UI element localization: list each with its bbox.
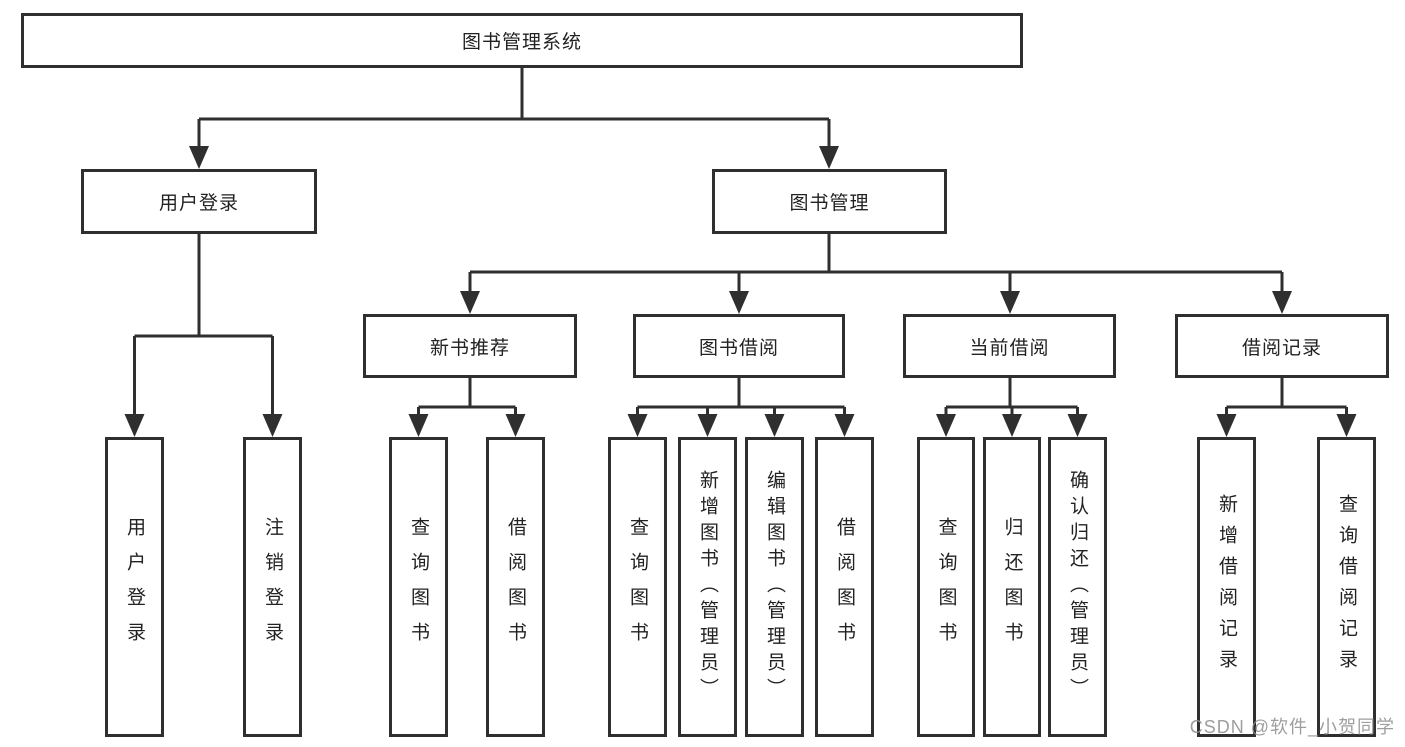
node-new-book-recommend-label: 新书推荐: [429, 337, 510, 359]
node-book-borrow: 图书借阅: [633, 314, 845, 378]
leaf-query-books-borrow-label: 查询图书: [627, 517, 648, 657]
arrowheads: [124, 146, 1357, 437]
node-root-label: 图书管理系统: [461, 32, 582, 53]
leaf-return-book-label: 归还图书: [1001, 517, 1023, 657]
leaf-borrow-books-label: 借阅图书: [834, 517, 855, 657]
node-book-management-label: 图书管理: [789, 193, 870, 214]
leaf-user-login-label: 用户登录: [124, 517, 145, 657]
leaf-query-books-borrow: 查询图书: [608, 437, 667, 737]
leaf-borrow-books-recommend-label: 借阅图书: [505, 517, 526, 657]
leaf-query-books-current-label: 查询图书: [935, 517, 957, 657]
node-book-management: 图书管理: [712, 169, 947, 234]
leaf-query-books-recommend: 查询图书: [389, 437, 448, 737]
node-borrow-records: 借阅记录: [1175, 314, 1389, 378]
node-current-borrow: 当前借阅: [903, 314, 1116, 378]
leaf-query-books-recommend-label: 查询图书: [408, 517, 429, 657]
node-borrow-records-label: 借阅记录: [1241, 337, 1322, 359]
leaf-query-borrow-record-label: 查询借阅记录: [1336, 494, 1357, 680]
leaf-borrow-books-recommend: 借阅图书: [486, 437, 545, 737]
leaf-add-borrow-record-label: 新增借阅记录: [1216, 494, 1237, 680]
node-user-login-label: 用户登录: [158, 193, 239, 214]
leaf-borrow-books: 借阅图书: [815, 437, 874, 737]
leaf-add-book-admin: 新增图书（管理员）: [678, 437, 737, 737]
leaf-add-book-admin-label: 新增图书（管理员）: [697, 470, 718, 704]
node-root: 图书管理系统: [21, 13, 1023, 68]
leaf-add-borrow-record: 新增借阅记录: [1197, 437, 1256, 737]
leaf-confirm-return-admin-label: 确认归还（管理员）: [1067, 470, 1088, 704]
leaf-user-login: 用户登录: [105, 437, 164, 737]
leaf-query-borrow-record: 查询借阅记录: [1317, 437, 1376, 737]
leaf-query-books-current: 查询图书: [917, 437, 975, 737]
leaf-confirm-return-admin: 确认归还（管理员）: [1048, 437, 1107, 737]
node-book-borrow-label: 图书借阅: [698, 337, 779, 359]
leaf-edit-book-admin: 编辑图书（管理员）: [745, 437, 804, 737]
leaf-return-book: 归还图书: [983, 437, 1041, 737]
watermark-text: CSDN @软件_小贺同学: [1189, 717, 1395, 737]
node-user-login: 用户登录: [81, 169, 317, 234]
node-current-borrow-label: 当前借阅: [969, 337, 1050, 359]
leaf-logout: 注销登录: [243, 437, 302, 737]
node-new-book-recommend: 新书推荐: [363, 314, 577, 378]
leaf-logout-label: 注销登录: [262, 517, 283, 657]
leaf-edit-book-admin-label: 编辑图书（管理员）: [764, 470, 785, 704]
